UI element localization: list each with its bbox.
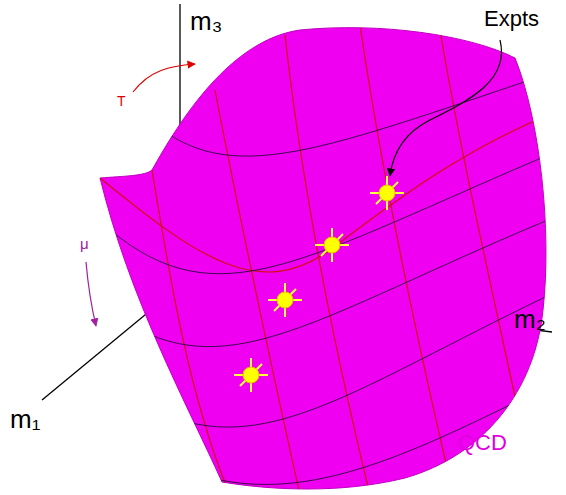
grid-line (110, 150, 560, 274)
experiment-star (268, 283, 302, 317)
experiment-star (234, 358, 268, 392)
surface-grid (100, 25, 560, 495)
axis-label: m₃ (190, 8, 222, 34)
axis-label: m₂ (514, 306, 546, 332)
grid-line (140, 215, 560, 347)
region-label: QCD (458, 432, 507, 454)
grid-line (440, 30, 520, 420)
leader-arrow (390, 40, 502, 176)
chemical-potential-arrow (86, 262, 96, 326)
grid-line (150, 70, 560, 156)
grid-line (360, 25, 450, 480)
experiment-star (370, 176, 404, 210)
direction-label: μ (80, 236, 89, 251)
callout-label: Expts (484, 8, 539, 30)
experiment-star (315, 228, 349, 262)
grid-line (285, 35, 370, 495)
axis-label: m₁ (10, 406, 40, 432)
grid-line (180, 290, 560, 427)
grid-line (100, 110, 560, 272)
direction-label: T (117, 94, 126, 108)
experiment-markers (234, 176, 404, 392)
temperature-arrow (133, 64, 195, 92)
grid-line (220, 380, 560, 484)
grid-line (152, 170, 230, 495)
grid-line (215, 90, 300, 495)
